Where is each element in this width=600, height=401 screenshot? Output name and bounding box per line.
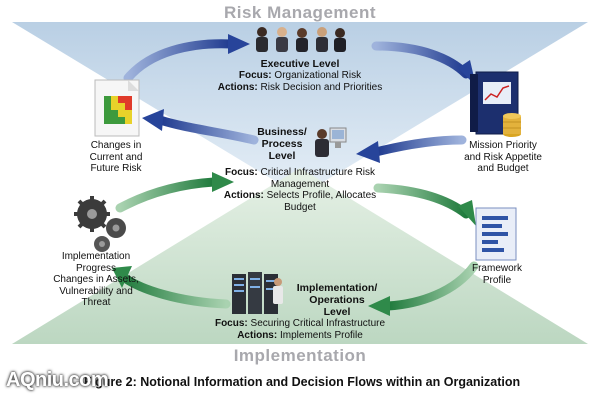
arrow-operations-to-progress xyxy=(117,271,231,309)
arrow-head xyxy=(112,266,132,288)
operations-level-title: Implementation/ Operations Level xyxy=(296,282,378,319)
arrow-business-to-profile xyxy=(373,183,471,219)
executive-actions: Actions: Risk Decision and Priorities xyxy=(217,81,383,93)
implementation-progress-label: Implementation Progress Changes in Asset… xyxy=(53,251,139,308)
business-level-details: Focus: Critical Infrastructure Risk Mana… xyxy=(190,167,410,213)
arrow-business-to-risk xyxy=(155,115,259,145)
changes-in-risk-label: Changes in Current and Future Risk xyxy=(89,140,143,174)
arrow-mission-to-business xyxy=(371,135,467,157)
figure-caption: Figure 2: Notional Information and Decis… xyxy=(84,375,521,389)
executive-focus: Focus: Organizational Risk xyxy=(238,70,362,82)
business-person-icon xyxy=(315,127,347,157)
executive-level-block: Executive Level Focus: Organizational Ri… xyxy=(180,58,420,93)
arrow-head xyxy=(356,141,380,163)
executives-people-icon xyxy=(256,27,346,52)
business-focus: Focus: Critical Infrastructure Risk xyxy=(224,167,376,178)
risk-management-triangle xyxy=(12,22,588,196)
implementation-triangle xyxy=(12,168,588,344)
arrow-progress-to-business xyxy=(115,177,219,213)
gears-icon xyxy=(74,196,126,252)
operations-focus: Focus: Securing Critical Infrastructure xyxy=(214,318,386,329)
risk-matrix-document-icon xyxy=(94,79,140,137)
budget-binder-icon xyxy=(470,71,521,137)
executive-level-title: Executive Level xyxy=(260,58,340,70)
arrow-head xyxy=(228,34,250,54)
arrow-profile-to-operations xyxy=(383,261,479,311)
operations-level-details: Focus: Securing Critical Infrastructure … xyxy=(180,318,420,341)
watermark: AQniu.com xyxy=(6,369,109,391)
implementation-title: Implementation xyxy=(233,346,367,365)
arrow-risk-to-executive xyxy=(123,39,237,83)
operations-actions: Actions: Implements Profile xyxy=(237,329,363,341)
framework-profile-label: Framework Profile xyxy=(471,263,522,286)
arrow-head xyxy=(212,172,234,192)
arrow-head xyxy=(458,200,476,226)
business-actions: Actions: Selects Profile, Allocates xyxy=(223,190,377,201)
risk-management-title: Risk Management xyxy=(223,3,377,22)
server-racks-icon xyxy=(232,272,283,314)
arrow-head xyxy=(368,296,390,316)
framework-profile-icon xyxy=(475,207,517,261)
arrow-head xyxy=(142,109,164,131)
mission-priority-label: Mission Priority and Risk Appetite and B… xyxy=(464,140,542,174)
business-level-title: Business/ Process Level xyxy=(257,126,307,163)
